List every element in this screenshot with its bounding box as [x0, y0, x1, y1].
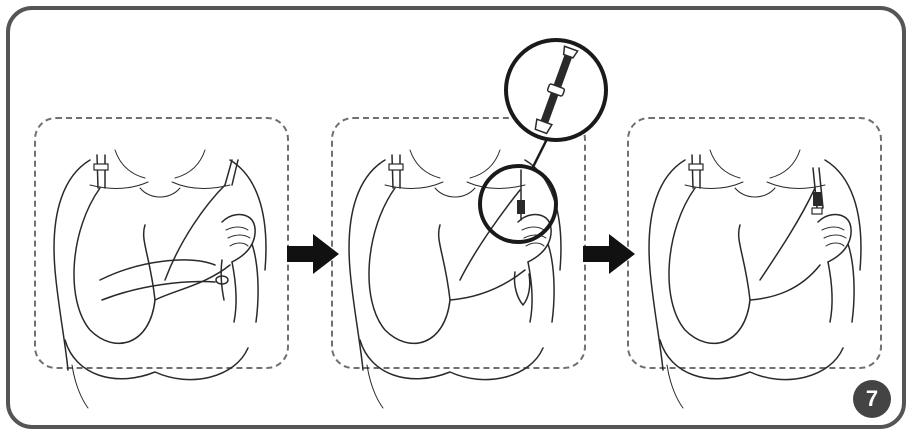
arrow-right-icon	[287, 234, 339, 274]
step-number-badge: 7	[853, 380, 891, 418]
step-panel-unhooked	[34, 117, 289, 369]
arrow-right-icon	[583, 234, 635, 274]
step-panel-attached	[627, 117, 882, 369]
step-panel-attaching	[331, 117, 586, 369]
